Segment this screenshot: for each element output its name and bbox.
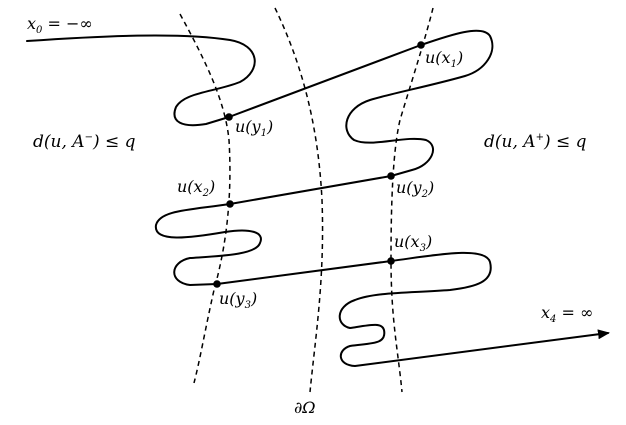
boundary-label: ∂Ω: [294, 398, 316, 417]
label-uy1: u(y1): [235, 117, 273, 139]
left-region-label: d(u, A−) ≤ q: [33, 132, 136, 152]
point-uy1: [225, 113, 233, 121]
label-uy2: u(y2): [396, 178, 434, 200]
right-region-label: d(u, A+) ≤ q: [484, 132, 587, 152]
label-uy3: u(y3): [219, 289, 257, 311]
point-ux1: [417, 41, 425, 49]
label-ux2: u(x2): [177, 177, 215, 199]
right-dashed-level-curve: [390, 7, 434, 393]
point-uy3: [213, 280, 221, 288]
point-ux2: [226, 200, 234, 208]
start-label: x0 = −∞: [27, 14, 93, 36]
label-ux3: u(x3): [394, 232, 432, 254]
end-label: x4 = ∞: [541, 303, 593, 325]
label-ux1: u(x1): [425, 48, 463, 70]
point-ux3: [387, 257, 395, 265]
boundary-dashed-curve: [274, 7, 324, 393]
path-curve-u: [26, 29, 610, 367]
point-uy2: [387, 172, 395, 180]
